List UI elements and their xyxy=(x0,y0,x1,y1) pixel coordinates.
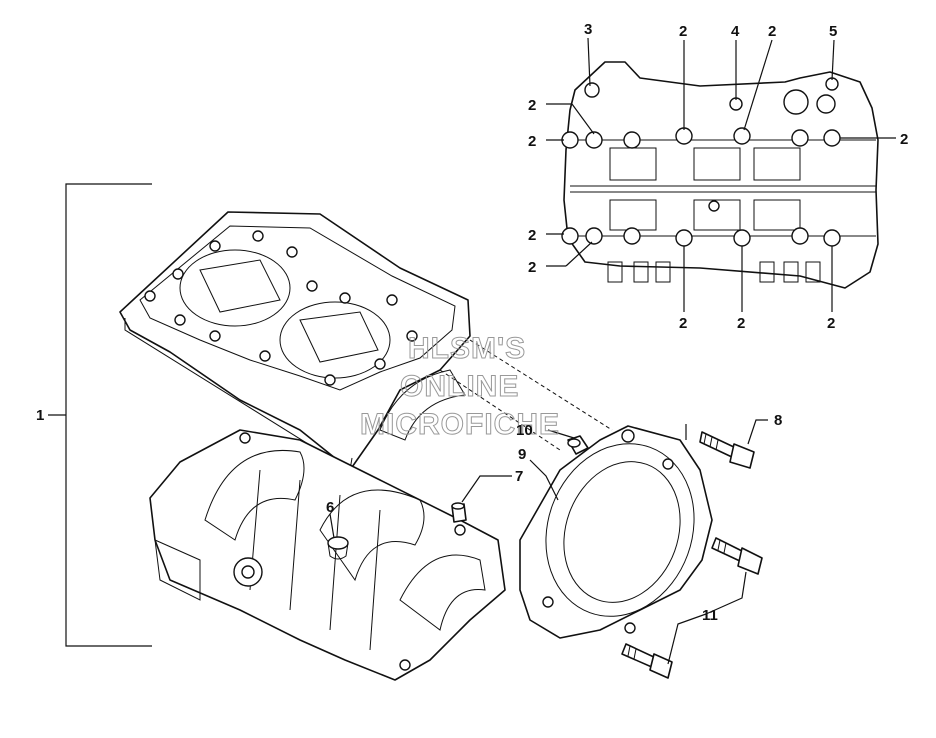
dowel-pin-10 xyxy=(567,435,589,455)
callout-10: 10 xyxy=(516,422,533,439)
callout-2-bottom-a: 2 xyxy=(679,315,687,332)
watermark-line-3: MICROFICHE xyxy=(360,408,560,441)
callout-9: 9 xyxy=(518,446,526,463)
lower-crankcase-half xyxy=(149,429,506,681)
watermark-line-2: ONLINE xyxy=(400,370,519,403)
callout-labels: 1 3 2 4 2 5 2 2 2 2 2 2 2 2 6 7 8 9 10 1… xyxy=(36,21,908,624)
callout-2-left-d: 2 xyxy=(528,259,536,276)
leader-lines xyxy=(329,37,896,665)
callout-3: 3 xyxy=(584,21,592,38)
callout-4: 4 xyxy=(731,23,740,40)
callout-5: 5 xyxy=(829,23,837,40)
callout-1: 1 xyxy=(36,407,44,424)
callout-7: 7 xyxy=(515,468,523,485)
callout-6: 6 xyxy=(326,499,334,516)
crankcase-plan-view xyxy=(561,61,879,289)
callout-2-left-b: 2 xyxy=(528,133,536,150)
assembly-bracket xyxy=(48,183,152,647)
flywheel-housing xyxy=(439,339,713,639)
callout-2-left-a: 2 xyxy=(528,97,536,114)
callout-8: 8 xyxy=(774,412,782,429)
bolt-8 xyxy=(685,424,755,469)
callout-2-top-a: 2 xyxy=(679,23,687,40)
callout-2-bottom-c: 2 xyxy=(827,315,835,332)
dowel-pin-7 xyxy=(451,502,467,523)
callout-11: 11 xyxy=(702,607,718,624)
callout-2-right: 2 xyxy=(900,131,908,148)
upper-crankcase-half xyxy=(119,211,471,471)
watermark: HLSM'S ONLINE MICROFICHE xyxy=(360,332,560,442)
bolt-11-upper xyxy=(711,537,763,575)
callout-2-left-c: 2 xyxy=(528,227,536,244)
bolt-11-lower xyxy=(621,643,673,679)
callout-2-top-b: 2 xyxy=(768,23,776,40)
callout-2-bottom-b: 2 xyxy=(737,315,745,332)
watermark-line-1: HLSM'S xyxy=(408,332,526,365)
